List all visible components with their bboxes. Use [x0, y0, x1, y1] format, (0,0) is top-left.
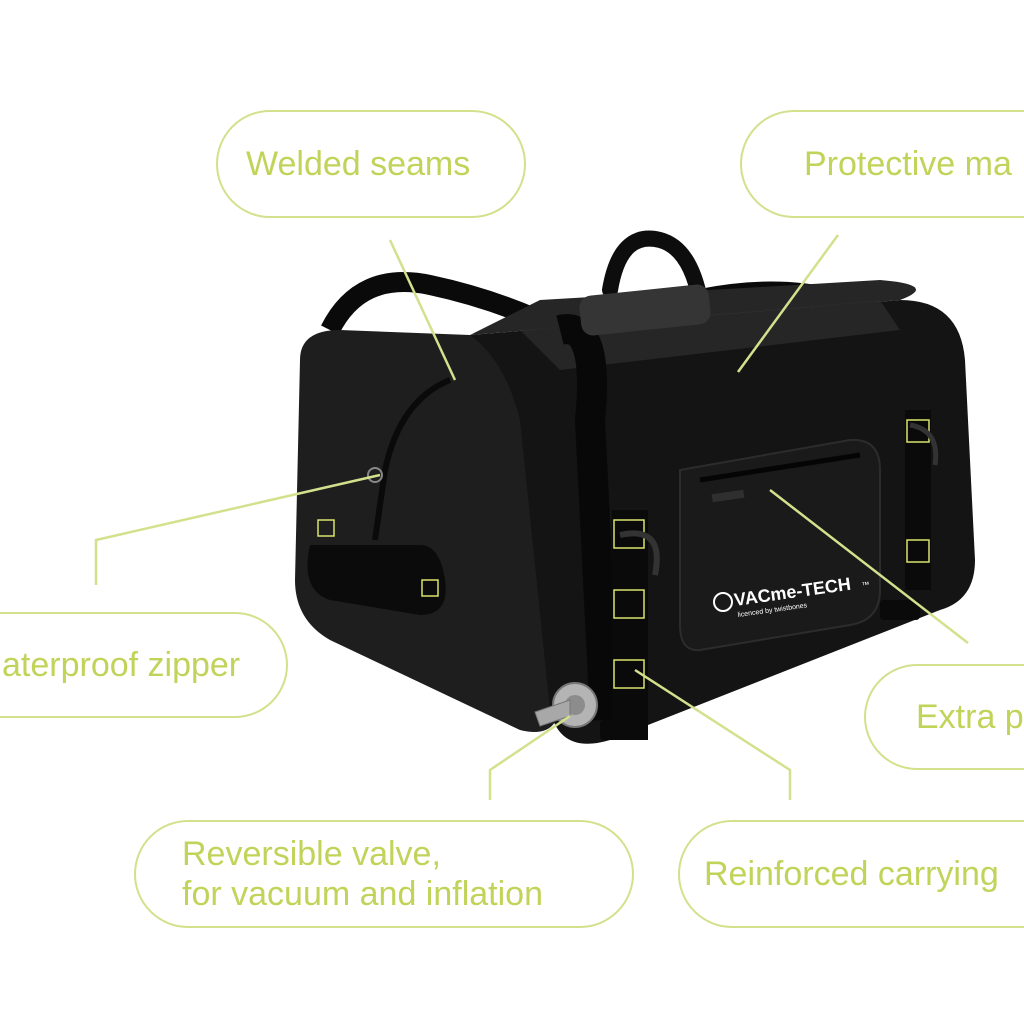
leader-protective-material	[736, 234, 840, 373]
top-grip	[579, 284, 711, 336]
leader-reinforced-carrying	[634, 668, 792, 800]
zipper-pull	[367, 467, 383, 483]
leader-welded-seams	[388, 239, 457, 381]
callout-protective-material-text: Protective ma	[804, 145, 1012, 183]
leader-extra-pocket	[769, 489, 969, 644]
leader-waterproof-zipper	[94, 473, 381, 585]
callout-reinforced-carrying-text: Reinforced carrying	[704, 855, 999, 893]
bag-left-end	[295, 330, 560, 732]
leader-reversible-valve	[488, 714, 571, 800]
front-strap	[556, 314, 620, 721]
callout-extra-pocket-text: Extra p	[916, 698, 1024, 736]
side-handle	[307, 545, 446, 615]
callout-protective-material: Protective ma	[740, 110, 1024, 218]
callout-waterproof-zipper-text: aterproof zipper	[2, 646, 241, 684]
right-strap	[905, 410, 931, 590]
callout-extra-pocket: Extra p	[864, 664, 1024, 770]
zipper-track	[372, 377, 452, 541]
callout-reinforced-carrying: Reinforced carrying	[678, 820, 1024, 928]
callout-welded-seams-text: Welded seams	[246, 145, 471, 183]
back-handle	[602, 230, 708, 308]
brand-trademark: ™	[861, 580, 870, 590]
callout-reversible-valve-line1: Reversible valve,	[182, 835, 441, 873]
pocket-zipper	[699, 452, 861, 483]
callout-waterproof-zipper: aterproof zipper	[0, 612, 288, 718]
callout-reversible-valve-line2: for vacuum and inflation	[182, 875, 543, 913]
valve-icon	[534, 682, 598, 728]
callout-welded-seams: Welded seams	[216, 110, 526, 218]
callout-reversible-valve: Reversible valve, for vacuum and inflati…	[134, 820, 634, 928]
